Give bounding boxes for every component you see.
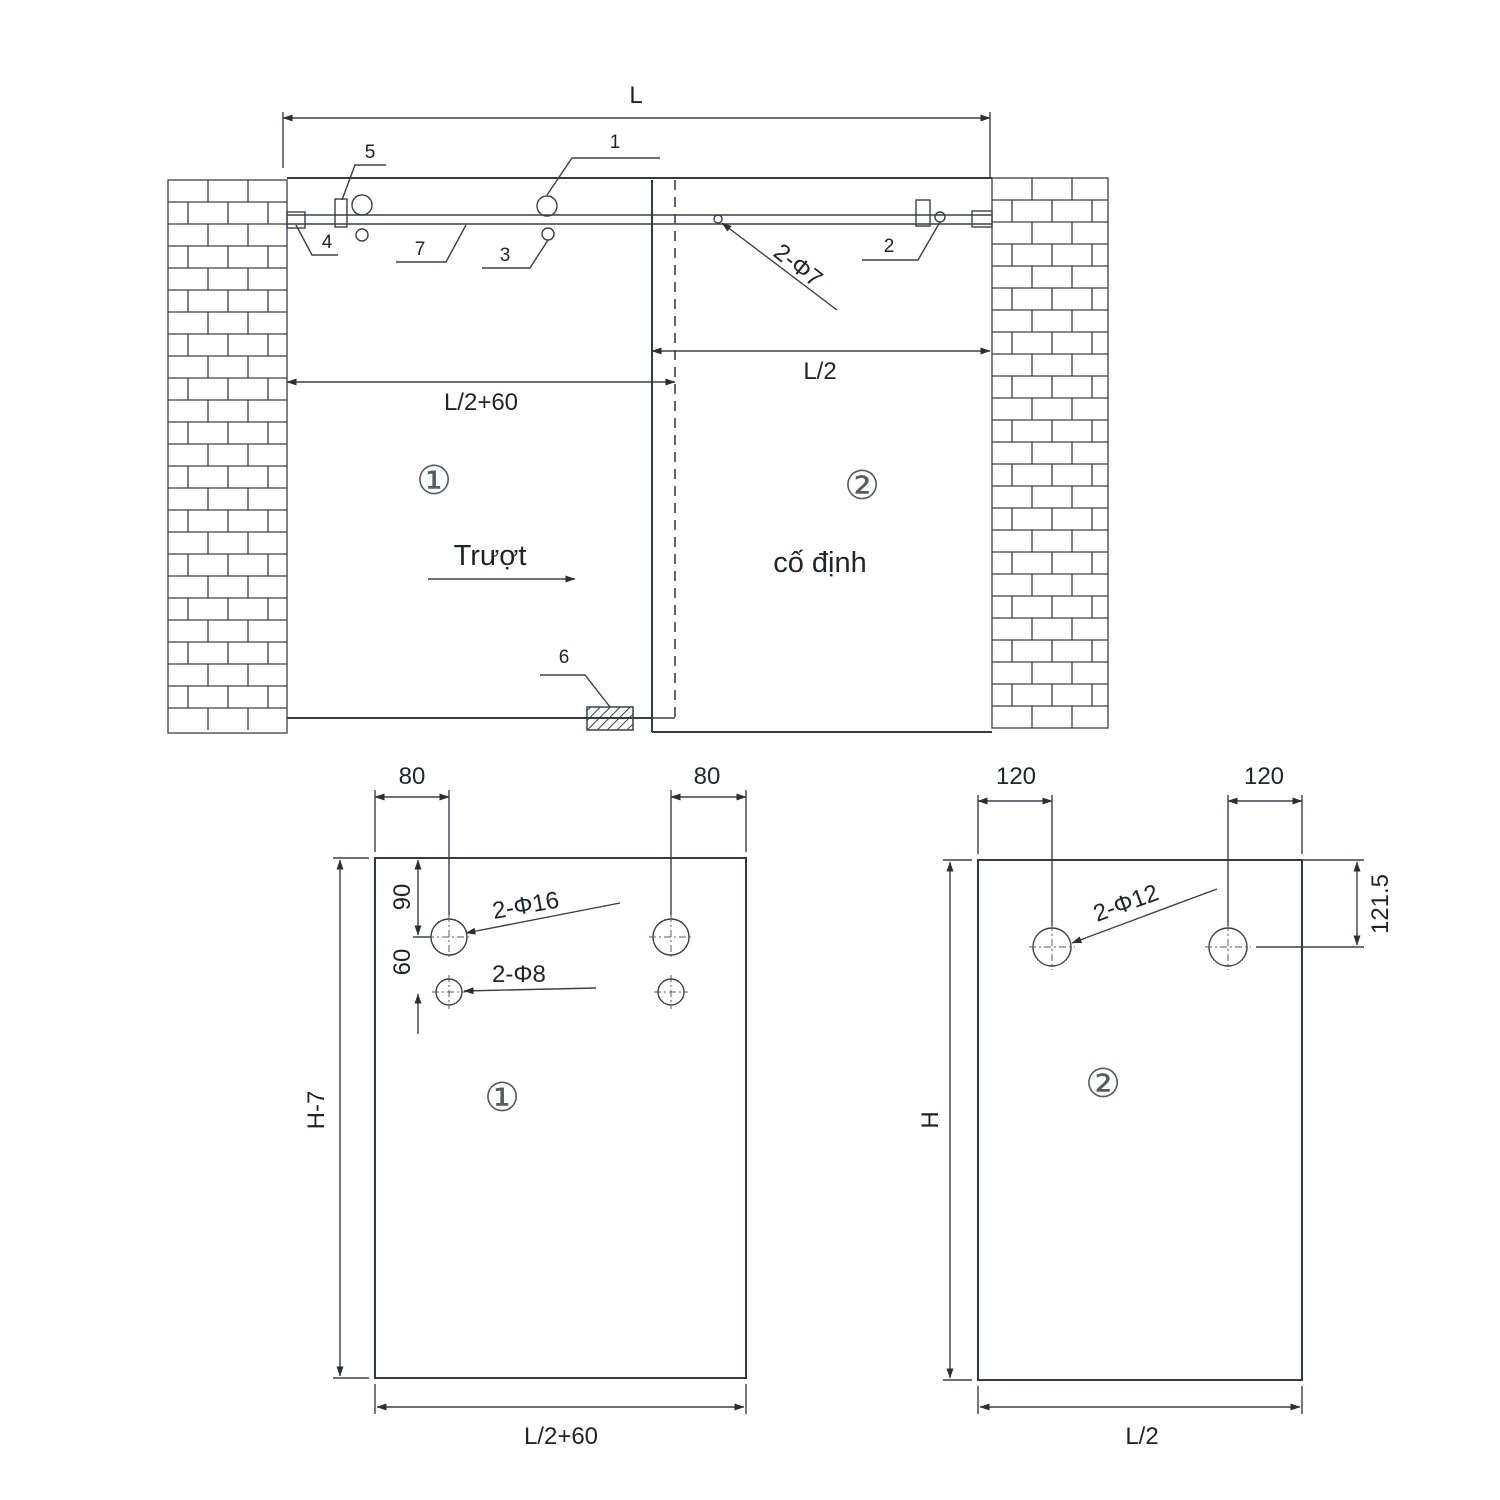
center-guide-wheel [541, 227, 555, 241]
part-number-2: 2 [884, 236, 895, 257]
panel2-outline [977, 859, 1303, 1381]
left-wall-bracket [286, 211, 306, 229]
fixing-hole [713, 214, 723, 224]
panel2-dim-right-offset: 120 [1244, 763, 1284, 790]
left-brick-wall [167, 179, 288, 734]
part-number-6: 6 [559, 647, 570, 668]
panel2-mark-top: ② [844, 464, 880, 508]
panel1-dim-vertical-offset: 90 [389, 884, 416, 911]
panel1-dim-left-offset: 80 [399, 763, 426, 790]
panel2-view: 120 120 121.5 2-Φ12 ② H L/2 [917, 763, 1394, 1450]
part-number-7: 7 [415, 239, 426, 260]
panel2-dim-vertical-offset: 121.5 [1367, 874, 1394, 934]
panel1-view: 80 80 90 60 2-Φ16 2-Φ8 ① H-7 L/2+60 [303, 763, 747, 1450]
left-guide-wheel [355, 228, 369, 242]
fixed-caption: cố định [773, 547, 867, 579]
panel1-dim-width: L/2+60 [524, 1423, 598, 1450]
right-brick-wall [991, 177, 1109, 729]
panel1-mark: ① [484, 1076, 520, 1120]
dim-label-L: L [629, 82, 642, 109]
panel1-leader-large-holes [465, 902, 621, 935]
panel1-leader-small-holes [463, 987, 597, 995]
part-callout-5: 5 [341, 142, 386, 201]
panel2-dim-height: H [917, 1111, 944, 1128]
part-number-1: 1 [610, 132, 621, 153]
part-callout-1: 1 [546, 132, 660, 196]
panel1-dim-height: H-7 [303, 1091, 330, 1130]
part-callout-2: 2 [862, 221, 941, 261]
dim-label-sliding-width: L/2+60 [444, 389, 518, 416]
part-callout-6: 6 [540, 647, 611, 708]
panel1-mark-top: ① [416, 459, 452, 503]
slide-caption: Trượt [454, 540, 527, 572]
panel2-leader-holes [1071, 888, 1218, 944]
panel1-centerlines [427, 915, 693, 1009]
part-callout-3: 3 [482, 239, 549, 269]
part-callout-4: 4 [295, 224, 338, 256]
panel2-mark: ② [1085, 1062, 1121, 1106]
panel1-dim-hole-spacing: 60 [389, 949, 416, 976]
part-callout-7: 7 [396, 224, 467, 263]
top-view: L L/2+60 L/2 ① ② Trượt cố định 2-Φ7 1 2 … [167, 82, 1109, 734]
callout-leader-fixing-hole [721, 222, 838, 311]
left-roller-block [334, 198, 348, 228]
dim-label-fixed-width: L/2 [803, 358, 836, 385]
panel2-dim-left-offset: 120 [996, 763, 1036, 790]
right-wall-bracket [971, 210, 993, 228]
panel1-callout-large-holes: 2-Φ16 [490, 887, 561, 925]
panel1-dim-right-offset: 80 [694, 763, 721, 790]
floor-guide-hatched [586, 706, 634, 731]
panel2-dim-width: L/2 [1125, 1423, 1158, 1450]
right-stopper-pin [934, 211, 946, 223]
panel1-outline [374, 857, 747, 1379]
part-number-4: 4 [322, 232, 333, 253]
callout-fixing-hole: 2-Φ7 [768, 238, 827, 292]
center-roller-wheel [536, 195, 558, 217]
panel2-callout-holes: 2-Φ12 [1090, 879, 1162, 927]
part-number-5: 5 [365, 142, 376, 163]
left-roller-wheel [351, 194, 373, 216]
part-number-3: 3 [500, 245, 511, 266]
right-stopper-block [915, 199, 931, 227]
panel1-callout-small-holes: 2-Φ8 [492, 961, 546, 988]
